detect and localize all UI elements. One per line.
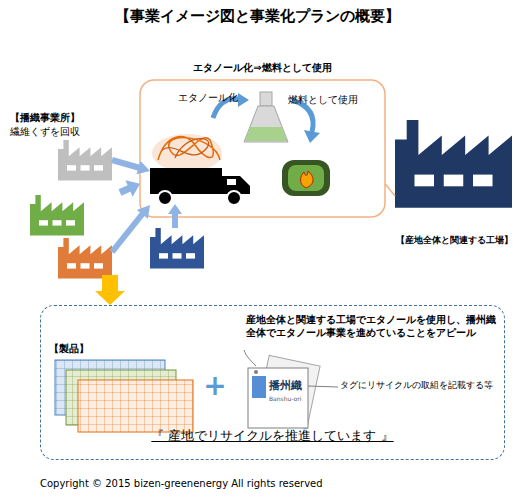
flask-liquid bbox=[245, 127, 287, 141]
factory-icon bbox=[30, 195, 84, 236]
factory-label: 【産地全体と関連する工場】 bbox=[395, 235, 513, 246]
factory-node: 【産地全体と関連する工場】 bbox=[395, 115, 513, 250]
fabric-swatch bbox=[78, 380, 193, 432]
fuel-tank-band bbox=[288, 165, 324, 191]
flask-body bbox=[244, 106, 288, 142]
source-group: 【播織事業所】繊維くずを回収 bbox=[5, 110, 120, 275]
fiber-heap bbox=[152, 134, 222, 172]
flow-connector bbox=[95, 275, 125, 305]
factory-icon bbox=[58, 238, 112, 279]
slogan-text: 『 産地でリサイクルを推進しています 』 bbox=[41, 428, 504, 444]
step-label: 燃料として使用 bbox=[288, 94, 378, 107]
collect-arrow-head bbox=[137, 161, 151, 174]
truck-window bbox=[227, 179, 236, 185]
tag-string bbox=[244, 350, 256, 366]
step-label: エタノール化 bbox=[178, 92, 258, 105]
connector-line bbox=[385, 184, 395, 196]
leader-line bbox=[308, 386, 338, 387]
connector-line bbox=[102, 275, 118, 294]
arrow-head bbox=[125, 180, 140, 196]
process-arrow-head bbox=[304, 130, 320, 143]
flask-neck bbox=[260, 92, 272, 106]
tag-hole bbox=[254, 370, 258, 374]
truck-wheel bbox=[158, 191, 172, 205]
flow-connector bbox=[120, 180, 140, 196]
factory-icon bbox=[395, 120, 512, 208]
product-node: 【製品】 bbox=[46, 341, 206, 436]
truck-wheel bbox=[227, 191, 241, 205]
tag-brand: 播州織 bbox=[269, 379, 329, 393]
plus-sign: + bbox=[200, 368, 230, 403]
process-outline bbox=[140, 80, 385, 217]
process-arrow-head bbox=[238, 93, 249, 107]
arrow-head bbox=[95, 291, 125, 305]
note-text: タグにリサイクルの取組を記載する等 bbox=[340, 380, 510, 391]
diagram-title: 【事業イメージ図と事業化プランの概要】 bbox=[0, 7, 515, 26]
group-note: 繊維くずを回収 bbox=[10, 126, 120, 139]
collect-arrow bbox=[172, 214, 178, 228]
collect-arrow bbox=[112, 160, 140, 168]
group-heading: 【播織事業所】 bbox=[10, 112, 120, 125]
collect-arrow-head bbox=[168, 204, 182, 214]
factory-icon bbox=[58, 140, 112, 181]
fire-symbol bbox=[301, 171, 314, 188]
connector-line bbox=[120, 188, 131, 193]
group-heading: エタノール化⇒燃料として使用 bbox=[140, 62, 385, 75]
fiber-scrap bbox=[162, 139, 209, 158]
collect-arrow bbox=[112, 212, 144, 252]
fiber-scrap bbox=[158, 137, 220, 160]
flow-connector bbox=[385, 184, 395, 196]
collect-arrow-head bbox=[137, 205, 150, 219]
appeal-text: 産地全体と関連する工場でエタノールを使用し、播州織全体でエタノール事業を進めてい… bbox=[246, 314, 501, 339]
tag-band bbox=[252, 376, 266, 398]
copyright-text: Copyright © 2015 bizen-greenenergy All r… bbox=[40, 478, 510, 491]
product-label: 【製品】 bbox=[49, 343, 129, 356]
factory-icon bbox=[150, 228, 204, 269]
tag-romaji: Banshu-ori bbox=[269, 395, 329, 403]
tag-node: 播州織 Banshu-ori bbox=[241, 353, 331, 433]
fuel-tank bbox=[282, 160, 330, 196]
truck-bed bbox=[150, 168, 222, 194]
process-group: エタノール化⇒燃料として使用エタノール化 燃料として使用 bbox=[140, 62, 385, 218]
